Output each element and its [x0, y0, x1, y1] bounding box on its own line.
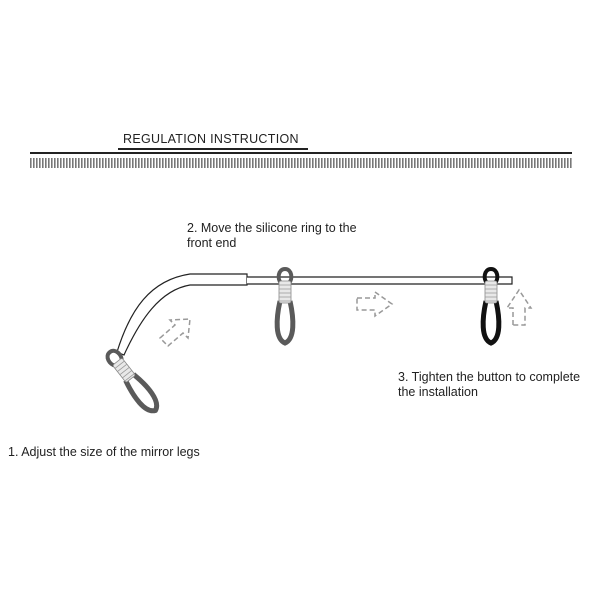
arrow-up-right-icon	[158, 318, 191, 348]
temple-arm	[116, 273, 513, 356]
step-3-line-1: 3. Tighten the button to complete	[398, 370, 581, 384]
hatched-band	[30, 158, 572, 168]
silicone-ring-left	[104, 347, 162, 415]
step-2-text: 2. Move the silicone ring to the front e…	[187, 221, 357, 251]
step-2-line-2: front end	[187, 236, 237, 250]
step-3-line-2: the installation	[398, 385, 478, 399]
step-3-text: 3. Tighten the button to complete the in…	[398, 370, 580, 400]
arrow-right-icon	[356, 290, 394, 318]
arrow-up-icon	[505, 288, 533, 326]
step-1-text: 1. Adjust the size of the mirror legs	[8, 445, 200, 459]
step-2-line-1: 2. Move the silicone ring to the	[187, 221, 357, 235]
page-title: REGULATION INSTRUCTION	[123, 132, 299, 146]
